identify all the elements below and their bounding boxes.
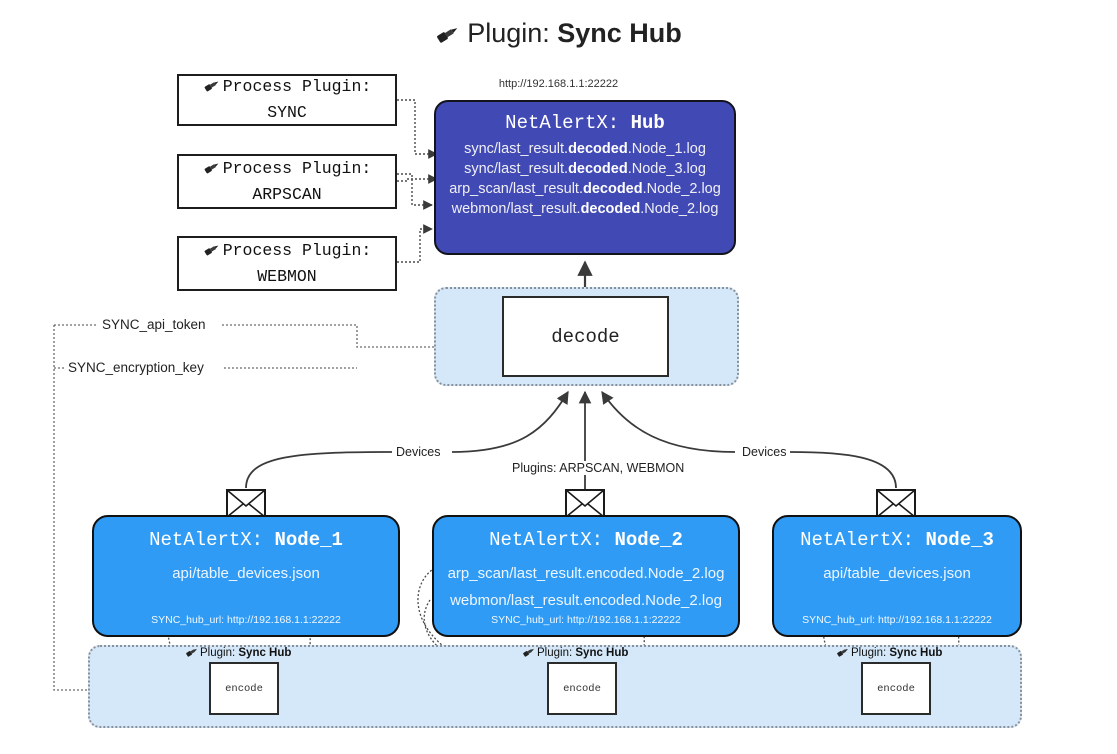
process-plugin-label: Process Plugin: [222, 77, 372, 97]
plug-icon [185, 646, 199, 661]
plug-icon [203, 159, 221, 183]
envelope-icon-node2 [565, 489, 605, 518]
process-plugin-name: SYNC [267, 103, 307, 122]
edge-label-devices-right: Devices [738, 445, 791, 459]
envelope-icon-node3 [876, 489, 916, 518]
config-api-token-label: SYNC_api_token [98, 317, 210, 332]
plugin-label-node1: Plugin: Sync Hub [185, 646, 291, 661]
process-plugin-name: ARPSCAN [252, 184, 322, 204]
encode-box-node2[interactable]: encode [547, 662, 617, 715]
process-plugin-webmon[interactable]: Process Plugin: WEBMON [177, 236, 397, 291]
title-prefix: Plugin: [467, 18, 550, 48]
node-title: NetAlertX: Node_1 [149, 529, 343, 551]
hub-log-item: sync/last_result.decoded.Node_1.log [464, 141, 706, 157]
plug-icon [203, 241, 221, 265]
hub-prefix: NetAlertX: [505, 112, 620, 134]
node-line-list: api/table_devices.json [94, 565, 398, 582]
process-plugin-label: Process Plugin: [222, 240, 372, 260]
process-plugin-sync[interactable]: Process Plugin: SYNC [177, 74, 397, 126]
hub-log-item: arp_scan/last_result.decoded.Node_2.log [449, 181, 721, 197]
hub-log-item: sync/last_result.decoded.Node_3.log [464, 161, 706, 177]
edge-label-plugins-center: Plugins: ARPSCAN, WEBMON [508, 461, 689, 475]
node-title: NetAlertX: Node_3 [800, 529, 994, 551]
node-box-node3[interactable]: NetAlertX: Node_3 api/table_devices.json… [772, 515, 1022, 637]
config-encryption-key-label: SYNC_encryption_key [64, 360, 208, 375]
node-box-node1[interactable]: NetAlertX: Node_1 api/table_devices.json… [92, 515, 400, 637]
node-footer: SYNC_hub_url: http://192.168.1.1:22222 [802, 614, 992, 626]
hub-log-list: sync/last_result.decoded.Node_1.log sync… [436, 141, 734, 217]
title-name: Sync Hub [557, 18, 682, 48]
plug-icon [522, 646, 536, 661]
node-line: arp_scan/last_result.encoded.Node_2.log [447, 565, 725, 582]
node-footer: SYNC_hub_url: http://192.168.1.1:22222 [151, 614, 341, 626]
process-plugin-arpscan[interactable]: Process Plugin: ARPSCAN [177, 154, 397, 209]
plug-icon [836, 646, 850, 661]
hub-log-item: webmon/last_result.decoded.Node_2.log [451, 201, 719, 217]
node-line-list: arp_scan/last_result.encoded.Node_2.log … [434, 565, 738, 609]
hub-node[interactable]: NetAlertX: Hub sync/last_result.decoded.… [434, 100, 736, 255]
node-line-list: api/table_devices.json [774, 565, 1020, 582]
encode-box-node1[interactable]: encode [209, 662, 279, 715]
page-title: Plugin: Sync Hub [0, 18, 1117, 52]
plugin-label-node3: Plugin: Sync Hub [836, 646, 942, 661]
hub-name: Hub [630, 112, 665, 134]
process-plugin-name: WEBMON [257, 266, 317, 286]
hub-url: http://192.168.1.1:22222 [498, 78, 619, 90]
node-line: api/table_devices.json [172, 565, 320, 582]
node-footer: SYNC_hub_url: http://192.168.1.1:22222 [491, 614, 681, 626]
encode-box-node3[interactable]: encode [861, 662, 931, 715]
hub-title: NetAlertX: Hub [436, 112, 734, 134]
plugin-label-node2: Plugin: Sync Hub [522, 646, 628, 661]
node-box-node2[interactable]: NetAlertX: Node_2 arp_scan/last_result.e… [432, 515, 740, 637]
node-title: NetAlertX: Node_2 [489, 529, 683, 551]
decode-box[interactable]: decode [502, 296, 669, 377]
node-line: webmon/last_result.encoded.Node_2.log [450, 592, 722, 609]
node-line: api/table_devices.json [823, 565, 971, 582]
envelope-icon-node1 [226, 489, 266, 518]
process-plugin-label: Process Plugin: [222, 158, 372, 178]
plug-icon [435, 21, 461, 52]
plug-icon [203, 77, 221, 101]
edge-label-devices-left: Devices [392, 445, 445, 459]
